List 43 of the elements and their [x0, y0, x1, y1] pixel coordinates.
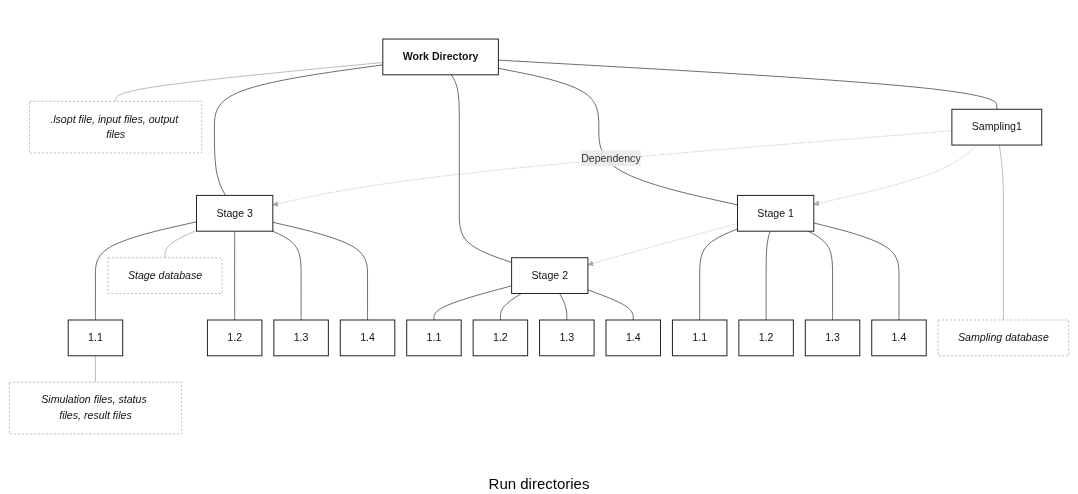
node-box: Stage 3 — [196, 194, 274, 232]
node-box: 1.1 — [671, 319, 728, 357]
node-box: Stage 2 — [511, 257, 589, 294]
connector — [433, 285, 512, 321]
connector — [559, 293, 568, 321]
node-box: 1.3 — [804, 319, 861, 357]
connector — [765, 230, 771, 321]
connector — [164, 230, 197, 259]
node-box: 1.1 — [67, 319, 124, 357]
connector — [95, 221, 197, 321]
connector — [214, 64, 384, 196]
node-box: Work Directory — [382, 38, 499, 76]
bracket-label: Run directories — [488, 475, 590, 492]
node-box: Stage 1 — [737, 194, 815, 232]
connector — [272, 221, 368, 321]
node-box: .lsopt file, input files, output files — [29, 101, 203, 154]
connector — [498, 59, 998, 110]
connector — [587, 289, 634, 321]
node-box: 1.3 — [273, 319, 329, 357]
connector — [500, 293, 522, 321]
connector — [272, 230, 302, 321]
node-box: 1.3 — [539, 319, 595, 357]
node-box: 1.4 — [339, 319, 396, 357]
node-box: 1.1 — [406, 319, 462, 357]
connector — [115, 62, 384, 102]
node-box: Stage database — [107, 257, 223, 294]
node-box: Sampling database — [937, 319, 1070, 357]
connector — [95, 355, 96, 383]
connector — [699, 228, 738, 321]
node-box: 1.2 — [738, 319, 794, 357]
connector — [498, 67, 738, 206]
connector — [808, 230, 833, 321]
edge-label: Dependency — [581, 152, 641, 164]
node-box: Sampling1 — [951, 108, 1043, 146]
connector — [999, 144, 1004, 321]
node-box: 1.4 — [871, 319, 927, 357]
connector — [451, 74, 512, 263]
node-box: 1.2 — [472, 319, 529, 357]
node-box: Simulation files, status files, result files — [8, 381, 182, 435]
node-box: 1.2 — [206, 319, 263, 357]
connector — [234, 230, 235, 321]
connector — [813, 222, 900, 321]
node-box: 1.4 — [605, 319, 661, 357]
